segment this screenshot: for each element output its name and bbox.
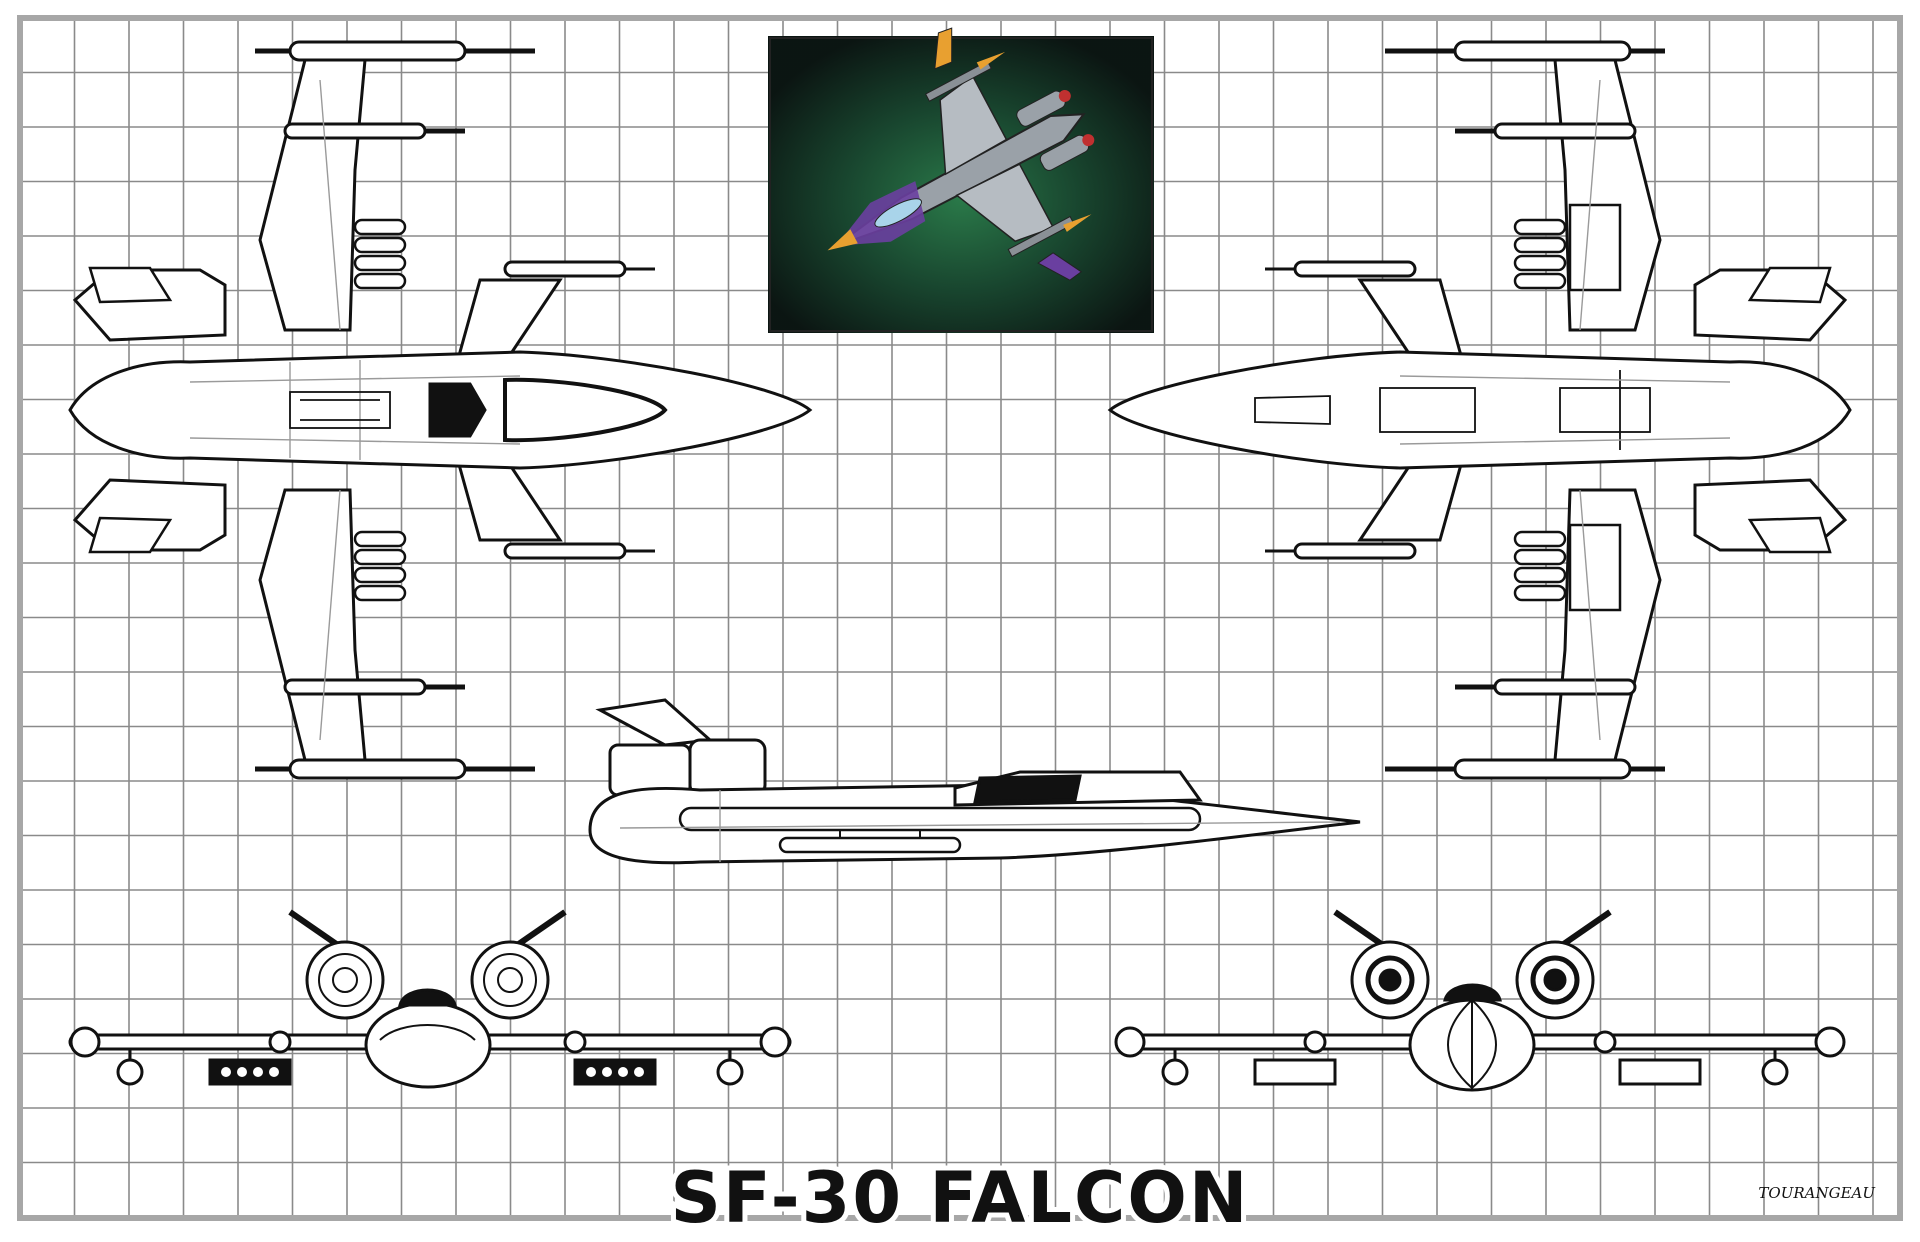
color-illustration [768, 27, 1154, 333]
artist-signature: TOURANGEAU [1758, 1184, 1876, 1202]
side-view [588, 698, 1361, 865]
top-view [68, 40, 813, 780]
front-view [68, 909, 792, 1089]
rear-view [1114, 909, 1846, 1092]
blueprint-title: SF-30 FALCON [671, 1157, 1250, 1239]
sheet-frame [17, 15, 1903, 1221]
bottom-view [1107, 40, 1852, 780]
